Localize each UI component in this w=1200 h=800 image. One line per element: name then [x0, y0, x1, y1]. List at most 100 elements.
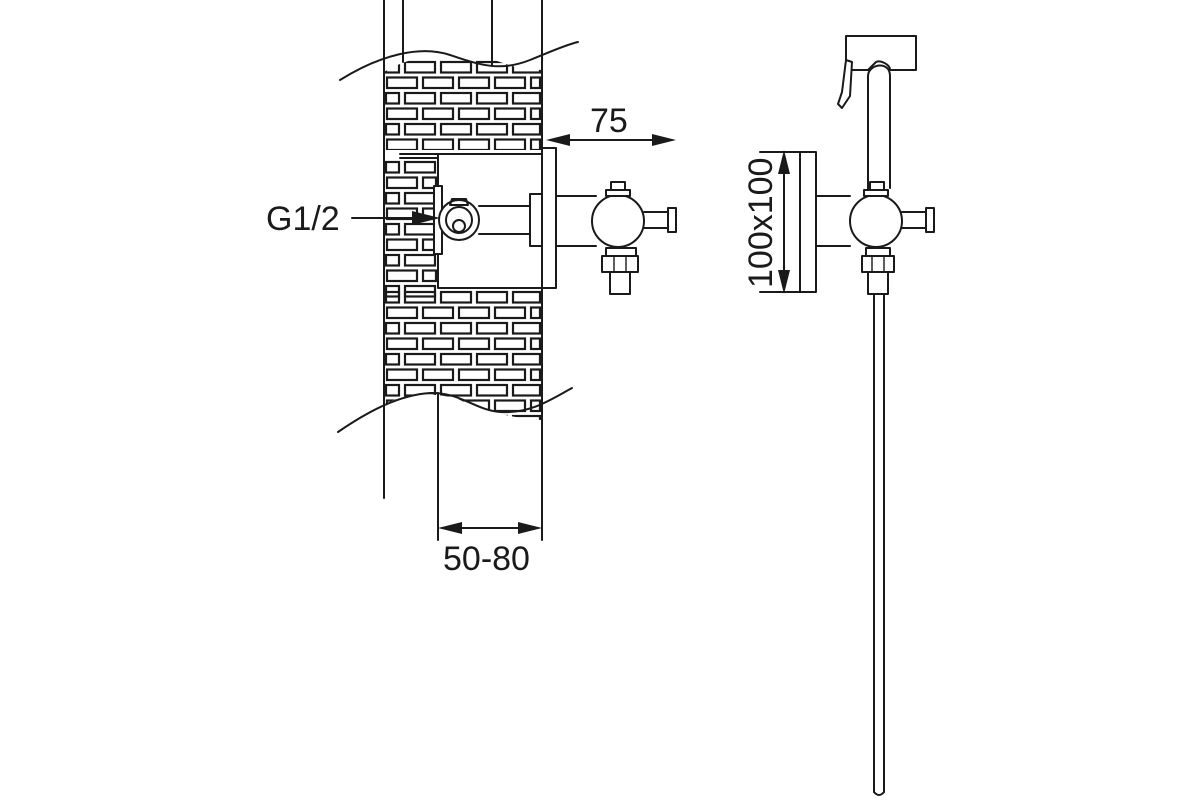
brick: [403, 160, 437, 174]
brick: [403, 290, 437, 304]
brick: [403, 253, 437, 267]
brick: [493, 399, 527, 413]
brick: [475, 321, 509, 335]
brick: [403, 321, 437, 335]
brick: [511, 352, 542, 366]
brick: [457, 138, 491, 150]
thread-callout: G1/2: [266, 200, 440, 238]
brick: [385, 76, 419, 90]
dimension-75-label: 75: [590, 102, 628, 140]
brick: [439, 60, 473, 74]
brick: [403, 60, 437, 74]
brick: [475, 352, 509, 366]
brick: [385, 138, 419, 150]
brick: [511, 414, 542, 420]
brick: [475, 91, 509, 105]
brick: [421, 176, 438, 190]
brick: [457, 306, 491, 320]
brick: [421, 306, 455, 320]
brick: [385, 269, 419, 283]
brick: [385, 337, 419, 351]
brick: [529, 368, 542, 382]
brick: [385, 306, 419, 320]
brick: [493, 368, 527, 382]
brick: [475, 383, 509, 397]
brick: [511, 383, 542, 397]
dimension-75: 75: [546, 102, 676, 146]
brick: [384, 290, 401, 304]
brick: [439, 383, 473, 397]
brick: [403, 352, 437, 366]
cover-plate: [799, 151, 817, 293]
dimension-100x100-label: 100x100: [742, 158, 780, 288]
mixer-side: [555, 181, 677, 295]
brick: [421, 107, 455, 121]
brick: [457, 76, 491, 90]
brick: [384, 222, 401, 236]
dimension-50-80: 50-80: [438, 522, 542, 578]
brick: [403, 222, 437, 236]
brick: [529, 306, 542, 320]
brick: [405, 155, 435, 166]
bottom-break-line: [337, 387, 573, 433]
brick: [384, 122, 401, 136]
brick: [421, 337, 455, 351]
brick: [439, 321, 473, 335]
brick: [421, 76, 455, 90]
brick: [511, 122, 542, 136]
brick: [385, 368, 419, 382]
brick: [403, 122, 437, 136]
brick: [384, 414, 401, 420]
shower-hose: [873, 293, 885, 796]
brick: [493, 138, 527, 150]
brick: [421, 138, 455, 150]
brick: [384, 383, 401, 397]
brick: [475, 414, 509, 420]
brick: [385, 176, 419, 190]
brick: [439, 91, 473, 105]
brick: [511, 290, 542, 304]
thread-label: G1/2: [266, 200, 340, 238]
brick: [403, 91, 437, 105]
brick: [475, 60, 509, 74]
brick: [421, 269, 438, 283]
concealed-valve-body: [433, 185, 543, 255]
brick: [386, 155, 399, 166]
brick: [384, 191, 401, 205]
brick: [529, 138, 542, 150]
shower-trigger: [837, 59, 853, 109]
top-break-line: [339, 41, 579, 81]
shower-side-view: 100x100: [742, 35, 935, 796]
brick: [403, 191, 437, 205]
brick: [384, 60, 401, 74]
brick: [384, 91, 401, 105]
brick: [493, 337, 527, 351]
brick: [439, 414, 473, 420]
brick: [529, 337, 542, 351]
brick: [457, 368, 491, 382]
wall-section-view: 75 G1/2 50-80: [266, 0, 677, 578]
brick: [493, 306, 527, 320]
brick: [384, 321, 401, 335]
brick: [421, 368, 455, 382]
brick: [385, 107, 419, 121]
mixer-front: [815, 181, 935, 295]
brick: [439, 290, 473, 304]
brick: [403, 414, 437, 420]
brick: [385, 238, 419, 252]
holder-head: [845, 35, 917, 71]
brick: [493, 76, 527, 90]
brick: [529, 107, 542, 121]
brick: [457, 107, 491, 121]
brick: [439, 352, 473, 366]
dimension-100x100: 100x100: [742, 150, 801, 294]
brick: [384, 352, 401, 366]
brick: [384, 253, 401, 267]
cover-plate-side: [541, 147, 557, 289]
brick: [511, 321, 542, 335]
brick: [529, 76, 542, 90]
brick: [439, 122, 473, 136]
brick: [384, 160, 401, 174]
brick: [493, 107, 527, 121]
